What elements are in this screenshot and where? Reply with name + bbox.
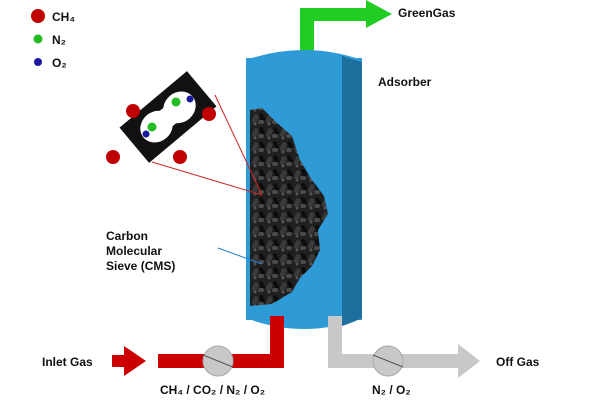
cms-label-line1: Carbon <box>106 229 148 243</box>
ch4-molecule <box>202 107 216 121</box>
ch4-molecule <box>173 150 187 164</box>
inlet-gas-label: Inlet Gas <box>42 355 93 369</box>
cms-pointer-line <box>217 247 263 265</box>
ch4-molecule <box>126 104 140 118</box>
inlet-arrow <box>112 346 146 376</box>
cms-label-line3: Sieve (CMS) <box>106 259 175 273</box>
green-gas-pipe <box>300 0 392 54</box>
off-gas-label: Off Gas <box>496 355 540 369</box>
o2-legend-label: O₂ <box>52 56 67 70</box>
pore-zoom <box>106 71 217 164</box>
n2-molecule <box>147 122 157 132</box>
off-gas-pipe <box>328 316 480 378</box>
n2-molecule <box>171 97 181 107</box>
cms-label-line2: Molecular <box>106 244 162 258</box>
ch4-molecule <box>106 150 120 164</box>
off-gas-valve <box>372 345 404 377</box>
n2-legend-label: N₂ <box>52 33 66 47</box>
o2-legend-dot <box>34 58 42 66</box>
inlet-valve <box>202 345 234 377</box>
n2-legend-dot <box>33 34 43 44</box>
zoom-line-top <box>214 94 263 196</box>
green-gas-label: GreenGas <box>398 6 456 20</box>
adsorber-label: Adsorber <box>378 75 432 89</box>
inlet-composition-label: CH₄ / CO₂ / N₂ / O₂ <box>160 383 265 397</box>
legend: CH₄ N₂ O₂ <box>31 9 75 70</box>
off-composition-label: N₂ / O₂ <box>372 383 411 397</box>
o2-molecule <box>142 130 150 138</box>
ch4-legend-label: CH₄ <box>52 10 75 24</box>
cms-fill <box>250 108 328 306</box>
ch4-legend-dot <box>31 9 45 23</box>
zoom-line-bottom <box>151 161 263 196</box>
o2-molecule <box>186 95 194 103</box>
